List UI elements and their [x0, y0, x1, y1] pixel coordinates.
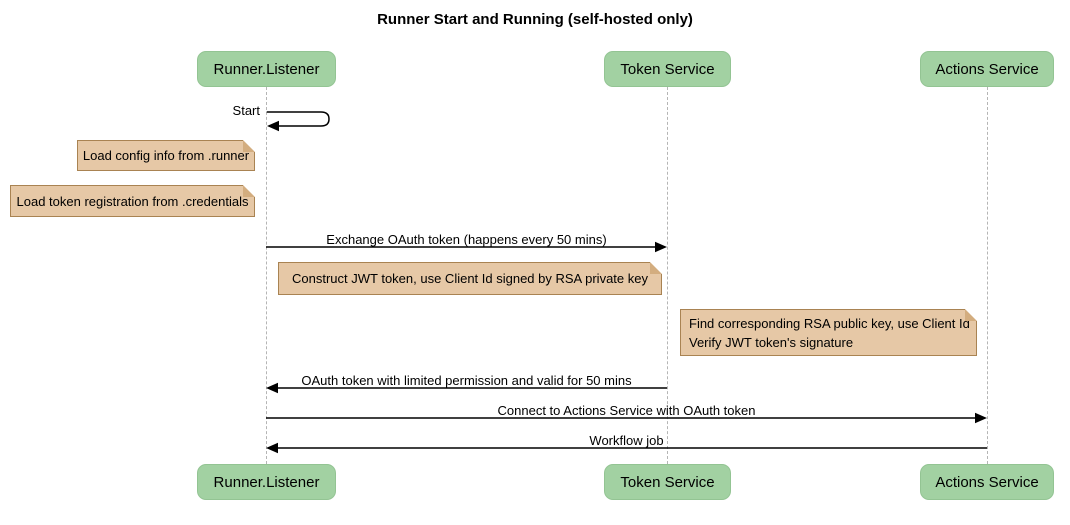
note-text-line1: Find corresponding RSA public key, use C…	[689, 315, 970, 331]
message-connect-label: Connect to Actions Service with OAuth to…	[497, 403, 756, 418]
participant-runner-listener-bottom: Runner.Listener	[197, 464, 336, 500]
participant-actions-service-top: Actions Service	[920, 51, 1054, 87]
lifeline-token-service	[667, 87, 668, 464]
note-verify-jwt: Find corresponding RSA public key, use C…	[680, 309, 977, 356]
note-text: Load config info from .runner	[82, 148, 250, 163]
arrowhead-left-icon	[266, 382, 278, 394]
message-oauth-return-label: OAuth token with limited permission and …	[301, 373, 632, 388]
participant-label: Actions Service	[935, 60, 1039, 78]
note-load-config: Load config info from .runner	[77, 140, 255, 171]
participant-label: Actions Service	[935, 473, 1039, 491]
note-fold-icon	[965, 309, 977, 321]
note-load-credentials: Load token registration from .credential…	[10, 185, 255, 217]
message-oauth-return-arrow	[266, 382, 667, 394]
message-exchange-arrow	[266, 241, 667, 253]
message-connect-arrow	[266, 412, 987, 424]
message-exchange-label: Exchange OAuth token (happens every 50 m…	[326, 232, 607, 247]
diagram-title: Runner Start and Running (self-hosted on…	[377, 11, 693, 28]
message-start-label: Start	[232, 103, 260, 118]
arrowhead-left-icon	[267, 120, 279, 132]
message-workflow-label: Workflow job	[589, 433, 664, 448]
self-message-line	[266, 111, 330, 127]
participant-label: Token Service	[620, 473, 715, 491]
participant-label: Runner.Listener	[213, 473, 320, 491]
lifeline-actions-service	[987, 87, 988, 464]
arrowhead-left-icon	[266, 442, 278, 454]
message-workflow-arrow	[266, 442, 987, 454]
participant-token-service-bottom: Token Service	[604, 464, 731, 500]
participant-actions-service-bottom: Actions Service	[920, 464, 1054, 500]
note-construct-jwt: Construct JWT token, use Client Id signe…	[278, 262, 662, 295]
participant-label: Token Service	[620, 60, 715, 78]
note-text: Load token registration from .credential…	[16, 193, 249, 209]
self-message-arrow	[266, 111, 330, 132]
lifeline-runner-listener	[266, 87, 267, 464]
note-text-line2: Verify JWT token's signature	[689, 334, 854, 350]
arrowhead-right-icon	[975, 412, 987, 424]
note-fold-icon	[243, 185, 255, 197]
participant-label: Runner.Listener	[213, 60, 320, 78]
arrowhead-right-icon	[655, 241, 667, 253]
note-text: Construct JWT token, use Client Id signe…	[292, 271, 648, 286]
note-fold-icon	[243, 140, 255, 152]
note-fold-icon	[650, 262, 662, 274]
participant-runner-listener-top: Runner.Listener	[197, 51, 336, 87]
participant-token-service-top: Token Service	[604, 51, 731, 87]
